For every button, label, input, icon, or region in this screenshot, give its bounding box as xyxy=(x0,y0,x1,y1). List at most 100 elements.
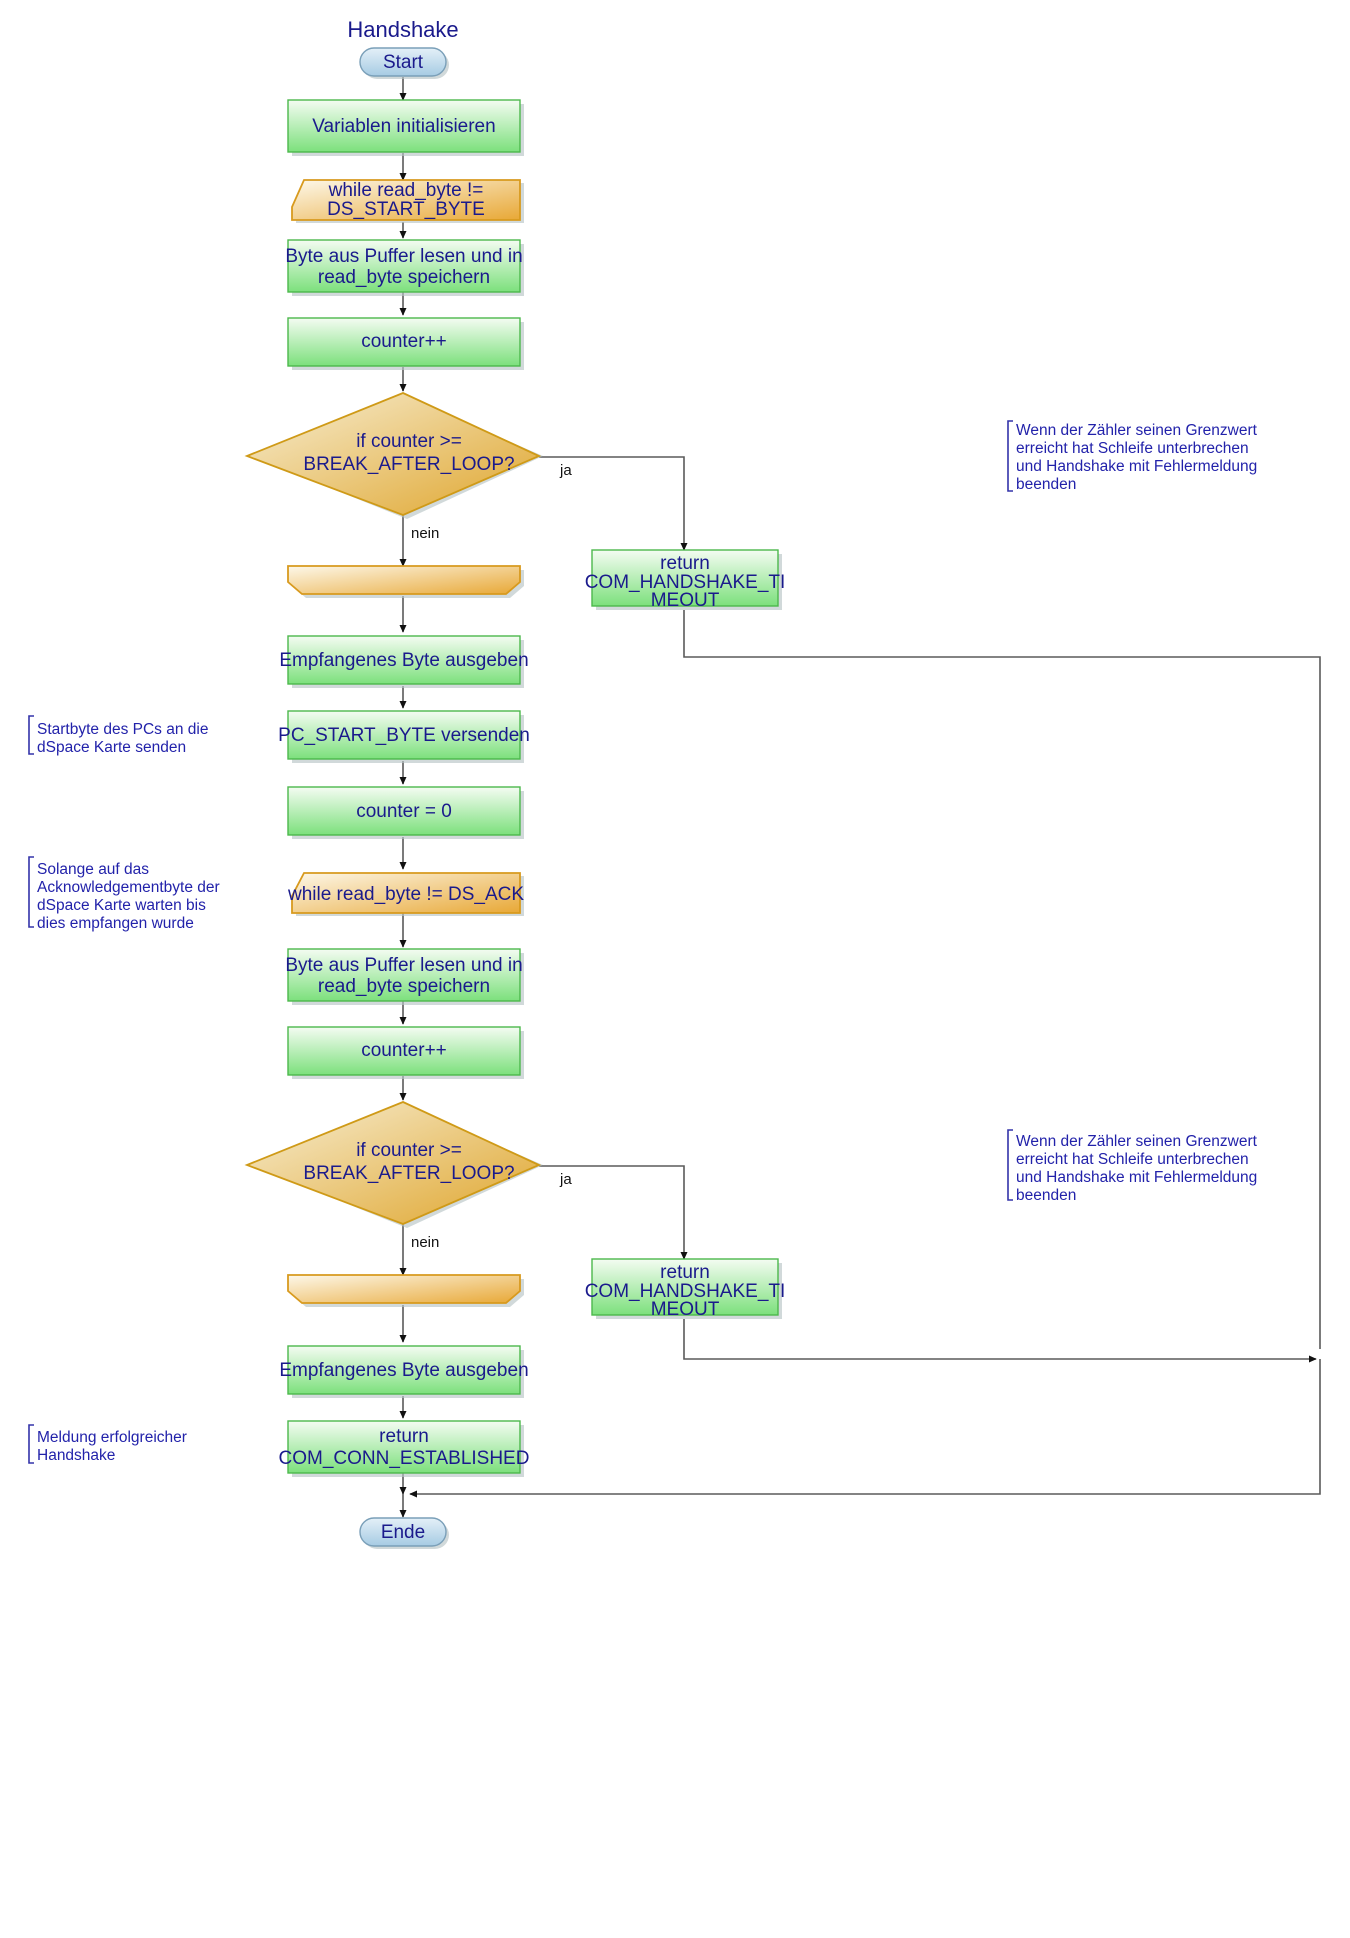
note-timeout-2-line-2: und Handshake mit Fehlermeldung xyxy=(1016,1169,1257,1186)
edge-timeout2-to-rail xyxy=(683,1319,1317,1363)
established-label-line2: COM_CONN_ESTABLISHED xyxy=(279,1448,530,1469)
inc1-label: counter++ xyxy=(361,331,447,352)
note-ack-bracket xyxy=(28,856,34,928)
inc2-shape xyxy=(287,1026,521,1076)
timeout2-label-line1: return xyxy=(660,1262,710,1283)
note-ack: Solange auf das Acknowledgementbyte der … xyxy=(28,856,220,932)
edge-label-decision2-yes: ja xyxy=(559,1171,572,1188)
inc1-shape xyxy=(287,317,521,367)
loopend1-shape xyxy=(287,565,521,595)
node-start[interactable]: Start xyxy=(359,47,449,79)
decision2-label-line1: if counter >= xyxy=(356,1140,462,1161)
node-end[interactable]: Ende xyxy=(359,1517,449,1549)
node-read2[interactable]: Byte aus Puffer lesen und in read_byte s… xyxy=(285,948,524,1005)
edge-label-decision1-yes: ja xyxy=(559,462,572,479)
node-decision2[interactable]: if counter >= BREAK_AFTER_LOOP? xyxy=(244,1101,543,1228)
note-timeout-2-line-0: Wenn der Zähler seinen Grenzwert xyxy=(1016,1133,1258,1150)
note-timeout-1-line-0: Wenn der Zähler seinen Grenzwert xyxy=(1016,422,1258,439)
node-while2[interactable]: while read_byte != DS_ACK xyxy=(287,872,524,916)
timeout1-label-line2: COM_HANDSHAKE_TI xyxy=(585,572,786,593)
read1-label-line1: Byte aus Puffer lesen und in xyxy=(285,246,522,267)
edge-label-decision1-no: nein xyxy=(411,525,439,542)
node-decision1[interactable]: if counter >= BREAK_AFTER_LOOP? xyxy=(244,392,543,519)
timeout1-shape xyxy=(591,549,779,607)
node-init[interactable]: Variablen initialisieren xyxy=(287,99,524,156)
note-ack-line-0: Solange auf das xyxy=(37,861,149,878)
timeout2-label-line3: MEOUT xyxy=(651,1299,720,1320)
note-startbyte-bracket xyxy=(28,715,34,755)
start-shape xyxy=(359,47,447,77)
send-shape xyxy=(287,710,521,760)
read2-label-line2: read_byte speichern xyxy=(318,976,490,997)
timeout2-shape xyxy=(591,1258,779,1316)
edges-group: ja nein ja nein xyxy=(399,77,1321,1518)
node-established[interactable]: return COM_CONN_ESTABLISHED xyxy=(279,1420,530,1477)
edge-decision2-yes-to-timeout2 xyxy=(539,1165,688,1260)
node-print1[interactable]: Empfangenes Byte ausgeben xyxy=(279,635,529,688)
note-startbyte-line-1: dSpace Karte senden xyxy=(37,739,186,756)
init-label: Variablen initialisieren xyxy=(312,116,495,137)
note-ack-line-1: Acknowledgementbyte der xyxy=(37,879,220,896)
note-timeout-1-line-2: und Handshake mit Fehlermeldung xyxy=(1016,458,1257,475)
while1-label-line1: while read_byte != xyxy=(328,180,484,201)
note-startbyte: Startbyte des PCs an die dSpace Karte se… xyxy=(28,715,208,756)
while2-label: while read_byte != DS_ACK xyxy=(287,884,524,905)
while1-shape xyxy=(291,179,521,221)
node-reset[interactable]: counter = 0 xyxy=(287,786,524,839)
read2-label-line1: Byte aus Puffer lesen und in xyxy=(285,955,522,976)
read1-shape xyxy=(287,239,521,293)
read2-shape xyxy=(287,948,521,1002)
decision1-label-line2: BREAK_AFTER_LOOP? xyxy=(303,454,514,475)
note-success-line-0: Meldung erfolgreicher xyxy=(37,1429,187,1446)
print1-label: Empfangenes Byte ausgeben xyxy=(279,650,528,671)
node-timeout2[interactable]: return COM_HANDSHAKE_TI MEOUT xyxy=(585,1258,786,1320)
diagram-title: Handshake xyxy=(347,17,458,42)
node-loopend2[interactable] xyxy=(287,1274,524,1307)
node-inc2[interactable]: counter++ xyxy=(287,1026,524,1079)
note-timeout-1: Wenn der Zähler seinen Grenzwert erreich… xyxy=(1007,420,1258,493)
decision1-label-line1: if counter >= xyxy=(356,431,462,452)
decision1-shape xyxy=(244,392,542,516)
decision2-shape xyxy=(244,1101,542,1225)
end-label: Ende xyxy=(381,1522,425,1543)
reset-label: counter = 0 xyxy=(356,801,452,822)
established-label-line1: return xyxy=(379,1426,429,1447)
node-while1[interactable]: while read_byte != DS_START_BYTE xyxy=(291,179,524,223)
reset-shape xyxy=(287,786,521,836)
note-timeout-2-line-3: beenden xyxy=(1016,1187,1076,1204)
node-inc1[interactable]: counter++ xyxy=(287,317,524,370)
while1-label-line2: DS_START_BYTE xyxy=(327,199,485,220)
edge-timeout1-to-rail xyxy=(683,610,1321,1349)
timeout2-label-line2: COM_HANDSHAKE_TI xyxy=(585,1281,786,1302)
edge-decision1-yes-to-timeout1 xyxy=(539,456,688,551)
loopend2-shape xyxy=(287,1274,521,1304)
note-timeout-1-bracket xyxy=(1007,420,1013,492)
init-shape xyxy=(287,99,521,153)
edge-rail-to-end-join xyxy=(409,1359,1321,1498)
note-startbyte-line-0: Startbyte des PCs an die xyxy=(37,721,208,738)
node-send[interactable]: PC_START_BYTE versenden xyxy=(278,710,530,763)
note-timeout-2: Wenn der Zähler seinen Grenzwert erreich… xyxy=(1007,1129,1258,1204)
established-shape xyxy=(287,1420,521,1474)
inc2-label: counter++ xyxy=(361,1040,447,1061)
node-read1[interactable]: Byte aus Puffer lesen und in read_byte s… xyxy=(285,239,524,296)
node-print2[interactable]: Empfangenes Byte ausgeben xyxy=(279,1345,529,1398)
timeout1-label-line3: MEOUT xyxy=(651,590,720,611)
print2-label: Empfangenes Byte ausgeben xyxy=(279,1360,528,1381)
send-label: PC_START_BYTE versenden xyxy=(278,725,530,746)
read1-label-line2: read_byte speichern xyxy=(318,267,490,288)
edge-label-decision2-no: nein xyxy=(411,1234,439,1251)
decision2-label-line2: BREAK_AFTER_LOOP? xyxy=(303,1163,514,1184)
note-success: Meldung erfolgreicher Handshake xyxy=(28,1424,187,1464)
start-label: Start xyxy=(383,52,424,73)
note-success-bracket xyxy=(28,1424,34,1464)
note-timeout-1-line-1: erreicht hat Schleife unterbrechen xyxy=(1016,440,1249,457)
print2-shape xyxy=(287,1345,521,1395)
node-timeout1[interactable]: return COM_HANDSHAKE_TI MEOUT xyxy=(585,549,786,611)
note-timeout-1-line-3: beenden xyxy=(1016,476,1076,493)
print1-shape xyxy=(287,635,521,685)
note-timeout-2-line-1: erreicht hat Schleife unterbrechen xyxy=(1016,1151,1249,1168)
node-loopend1[interactable] xyxy=(287,565,524,598)
